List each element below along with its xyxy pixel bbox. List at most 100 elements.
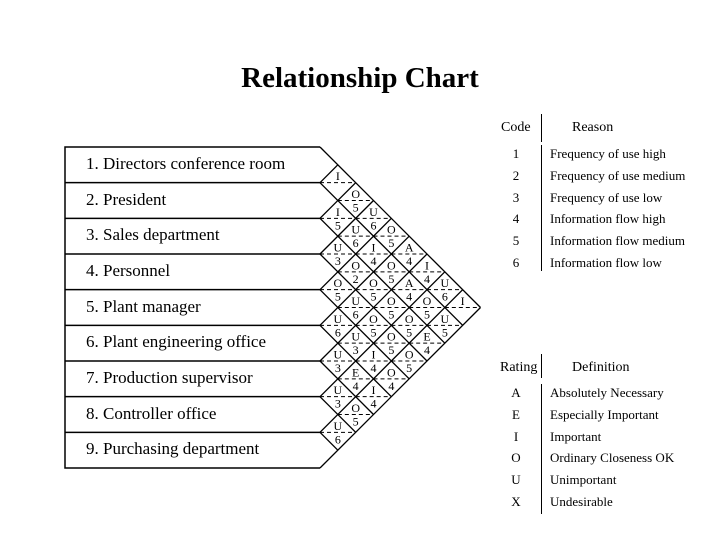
matrix-diagonal [319,431,339,451]
relationship-rating: I [372,348,376,362]
relationship-reason: 6 [371,218,377,232]
relationship-reason: 5 [424,308,430,322]
relationship-reason: 2 [353,272,359,286]
matrix-diagonal [319,200,374,255]
relationship-rating: I [336,169,340,183]
department-label: 2. President [86,189,167,209]
rating-definition: Absolutely Necessary [550,385,664,400]
relationship-reason: 5 [406,325,412,339]
matrix-diagonal [319,360,374,415]
relationship-rating: O [387,258,396,272]
relationship-reason: 5 [335,218,341,232]
reason-code: 2 [512,167,520,183]
relationship-reason: 5 [388,236,394,250]
relationship-rating: I [461,294,465,308]
relationship-rating: U [351,223,360,237]
rating-code: X [511,493,521,509]
rating-definition: Important [550,428,602,444]
reason-text: Frequency of use low [550,189,663,205]
matrix-diagonal [319,289,410,380]
relationship-rating: O [405,348,414,362]
reason-header: Reason [572,120,614,135]
rating-code: U [511,472,521,488]
relationship-reason: 4 [353,379,359,393]
matrix-diagonal [319,182,357,219]
rating-definition: Especially Important [550,406,659,422]
relationship-reason: 3 [335,397,341,411]
relationship-rating: O [387,223,396,237]
department-label: 8. Controller office [86,403,217,423]
relationship-reason: 4 [424,272,430,286]
relationship-reason: 3 [335,361,341,375]
rating-code: A [511,385,521,400]
relationship-reason: 6 [442,290,448,304]
reason-text: Frequency of use high [550,146,666,161]
relationship-reason: 4 [371,254,377,268]
department-label: 5. Plant manager [86,296,201,316]
rating-code: O [511,450,521,466]
relationship-reason: 6 [335,432,341,446]
rating-definition: Ordinary Closeness OK [550,450,675,466]
reason-text: Information flow high [550,211,666,227]
relationship-rating: A [405,276,414,290]
relationship-rating: O [369,312,378,326]
relationship-reason: 4 [388,379,394,393]
relationship-rating: I [372,383,376,397]
reason-code: 6 [512,254,520,270]
relationship-reason: 6 [335,325,341,339]
relationship-reason: 4 [371,397,377,411]
relationship-rating: U [351,330,360,344]
department-label: 1. Directors conference room [86,153,286,173]
relationship-rating: O [333,276,342,290]
relationship-reason: 5 [353,201,359,215]
relationship-reason: 5 [406,361,412,375]
relationship-rating: O [387,294,396,308]
department-label: 9. Purchasing department [86,439,260,459]
legend-divider [541,145,542,271]
relationship-reason: 6 [353,236,359,250]
matrix-diagonal [319,307,481,469]
department-label: 4. Personnel [86,260,171,280]
relationship-reason: 4 [406,254,412,268]
relationship-rating: A [405,241,414,255]
department-label: 3. Sales department [86,225,220,245]
relationship-rating: O [405,312,414,326]
relationship-reason: 3 [335,254,341,268]
relationship-rating: I [372,241,376,255]
relationship-rating: O [351,401,360,415]
department-label: 7. Production supervisor [86,367,253,387]
rating-code: I [513,428,519,444]
relationship-reason: 5 [353,415,359,429]
relationship-rating: O [387,365,396,379]
relationship-reason: 4 [406,290,412,304]
relationship-reason: 4 [424,343,430,357]
relationship-reason: 4 [371,361,377,375]
relationship-rating: U [333,383,342,397]
relationship-reason: 6 [353,308,359,322]
legend-divider [541,384,542,514]
relationship-rating: U [333,419,342,433]
department-box-outline [64,146,320,469]
reason-code: 3 [512,189,520,205]
legend-divider [541,354,542,378]
reason-code: 5 [512,233,520,249]
reason-text: Frequency of use medium [550,167,686,183]
relationship-rating: U [440,312,449,326]
relationship-reason: 3 [353,343,359,357]
relationship-rating: I [336,205,340,219]
rating-code: E [512,406,520,422]
matrix-diagonal [319,235,410,326]
relationship-rating: U [333,241,342,255]
relationship-rating: U [369,205,378,219]
relationship-rating: U [351,294,360,308]
relationship-rating: O [387,330,396,344]
relationship-rating: O [423,294,432,308]
relationship-reason: 5 [335,290,341,304]
chart-title: Relationship Chart [241,62,479,94]
relationship-rating: U [333,348,342,362]
matrix-diagonal [319,271,446,398]
legend-divider [541,114,542,142]
